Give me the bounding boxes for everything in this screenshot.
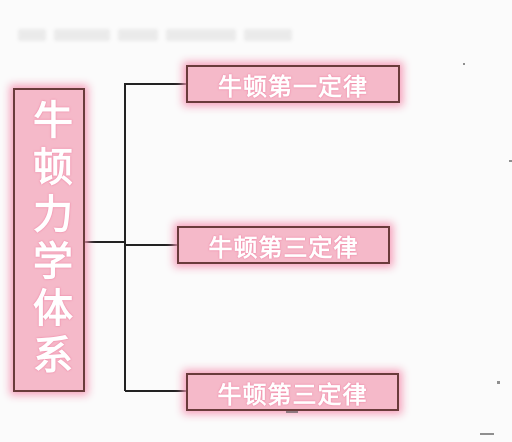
scan-speck: [480, 433, 494, 435]
branch-node-3-label: 牛顿第三定律: [217, 380, 368, 409]
scan-speck: [286, 411, 298, 413]
scan-speck: [497, 381, 500, 384]
scan-speck: [463, 63, 465, 65]
branch-node-1: 牛顿第一定律: [186, 65, 400, 103]
root-node-box: 牛顿力学体系: [13, 88, 85, 392]
scan-speck: [509, 160, 512, 162]
branch-node-2: 牛顿第三定律: [177, 226, 390, 264]
branch-node-1-label: 牛顿第一定律: [218, 72, 368, 101]
branch-node-2-label: 牛顿第三定律: [208, 233, 359, 262]
faded-background-text: [18, 24, 348, 50]
root-node-label: 牛顿力学体系: [26, 99, 72, 381]
branch-node-3: 牛顿第三定律: [186, 373, 399, 411]
